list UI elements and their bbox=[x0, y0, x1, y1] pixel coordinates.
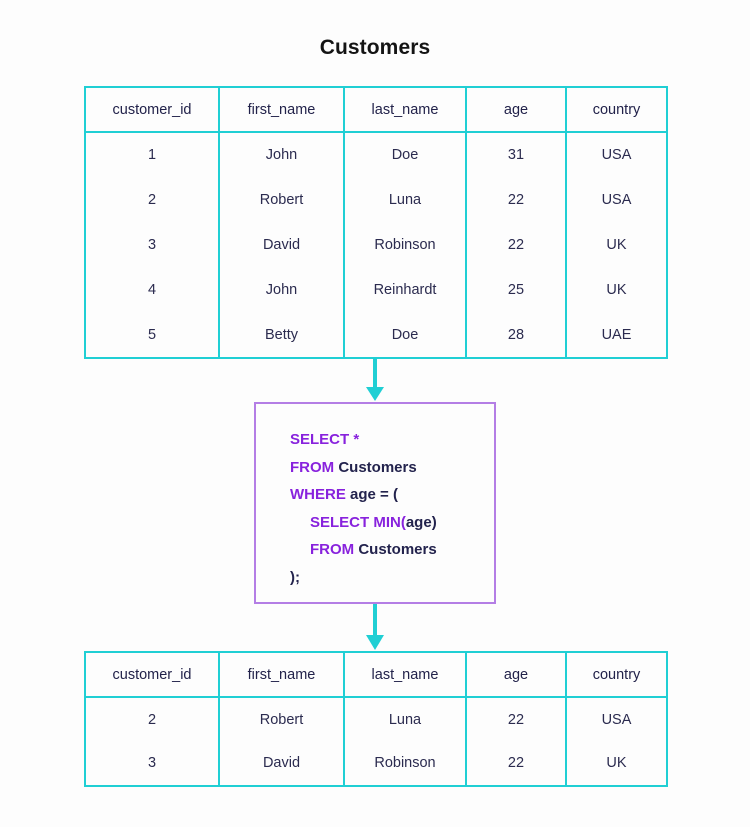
table-cell: USA bbox=[601, 711, 632, 728]
table-cell: UK bbox=[606, 281, 627, 298]
table-cell: 3 bbox=[86, 741, 220, 785]
column-header-first_name: first_name bbox=[220, 653, 345, 696]
table-cell: Luna bbox=[345, 177, 467, 223]
table-cell: USA bbox=[601, 192, 632, 209]
column-header-customer_id: customer_id bbox=[86, 653, 220, 696]
table-cell: 3 bbox=[86, 222, 220, 268]
table-cell: 22 bbox=[467, 698, 567, 742]
table-cell: 28 bbox=[467, 312, 567, 357]
table-cell: Doe bbox=[345, 133, 467, 178]
sql-line: ); bbox=[290, 564, 437, 592]
table-cell: David bbox=[220, 222, 345, 268]
column-header-last_name: last_name bbox=[345, 88, 467, 131]
arrow-table-to-query bbox=[363, 359, 387, 402]
table-cell: 22 bbox=[467, 741, 567, 785]
column-header-age: age bbox=[467, 653, 567, 696]
column-header-last_name: last_name bbox=[345, 653, 467, 696]
sql-identifier: Customers bbox=[338, 458, 417, 476]
sql-line: FROM Customers bbox=[290, 454, 437, 482]
arrow-query-to-result bbox=[363, 604, 387, 651]
page-title: Customers bbox=[319, 36, 431, 59]
table-cell: 22 bbox=[467, 222, 567, 268]
table-cell: Doe bbox=[345, 312, 467, 357]
sql-line: WHERE age = ( bbox=[290, 481, 437, 509]
table-cell: Robinson bbox=[345, 222, 467, 268]
table-cell: 25 bbox=[467, 267, 567, 313]
table-cell: UK bbox=[606, 236, 627, 253]
table-cell: USA bbox=[601, 147, 632, 164]
table-cell: 22 bbox=[467, 177, 567, 223]
column-header-first_name: first_name bbox=[220, 88, 345, 131]
sql-identifier: age) bbox=[405, 513, 437, 531]
column-header-customer_id: customer_id bbox=[86, 88, 220, 131]
table-cell: UK bbox=[606, 755, 627, 772]
table-cell: John bbox=[220, 267, 345, 313]
table-cell: 2 bbox=[86, 698, 220, 742]
table-cell: 4 bbox=[86, 267, 220, 313]
sql-line: SELECT * bbox=[290, 426, 437, 454]
table-cell: Robinson bbox=[345, 741, 467, 785]
table-cell: 5 bbox=[86, 312, 220, 357]
sql-keyword: WHERE bbox=[290, 486, 350, 503]
table-cell: UAE bbox=[601, 326, 632, 343]
table-cell: 2 bbox=[86, 177, 220, 223]
sql-line: FROM Customers bbox=[290, 536, 437, 564]
table-cell: 31 bbox=[467, 133, 567, 178]
column-header-country: country bbox=[592, 101, 641, 118]
column-header-age: age bbox=[467, 88, 567, 131]
sql-identifier: age = ( bbox=[350, 486, 398, 503]
table-cell: Betty bbox=[220, 312, 345, 357]
sql-identifier: Customers bbox=[358, 541, 437, 558]
sql-keyword: SELECT * bbox=[290, 431, 360, 448]
sql-keyword: FROM bbox=[290, 458, 339, 476]
sql-keyword: SELECT MIN( bbox=[310, 513, 406, 531]
table-cell: Reinhardt bbox=[345, 267, 467, 313]
column-header-country: country bbox=[592, 666, 641, 683]
table-cell: 1 bbox=[86, 133, 220, 178]
sql-identifier: ); bbox=[290, 568, 300, 586]
table-cell: David bbox=[220, 741, 345, 785]
table-cell: Luna bbox=[345, 698, 467, 742]
table-cell: Robert bbox=[220, 698, 345, 742]
sql-keyword: FROM bbox=[310, 541, 359, 558]
sql-line: SELECT MIN(age) bbox=[290, 509, 437, 537]
table-cell: Robert bbox=[220, 177, 345, 223]
table-cell: John bbox=[220, 133, 345, 178]
